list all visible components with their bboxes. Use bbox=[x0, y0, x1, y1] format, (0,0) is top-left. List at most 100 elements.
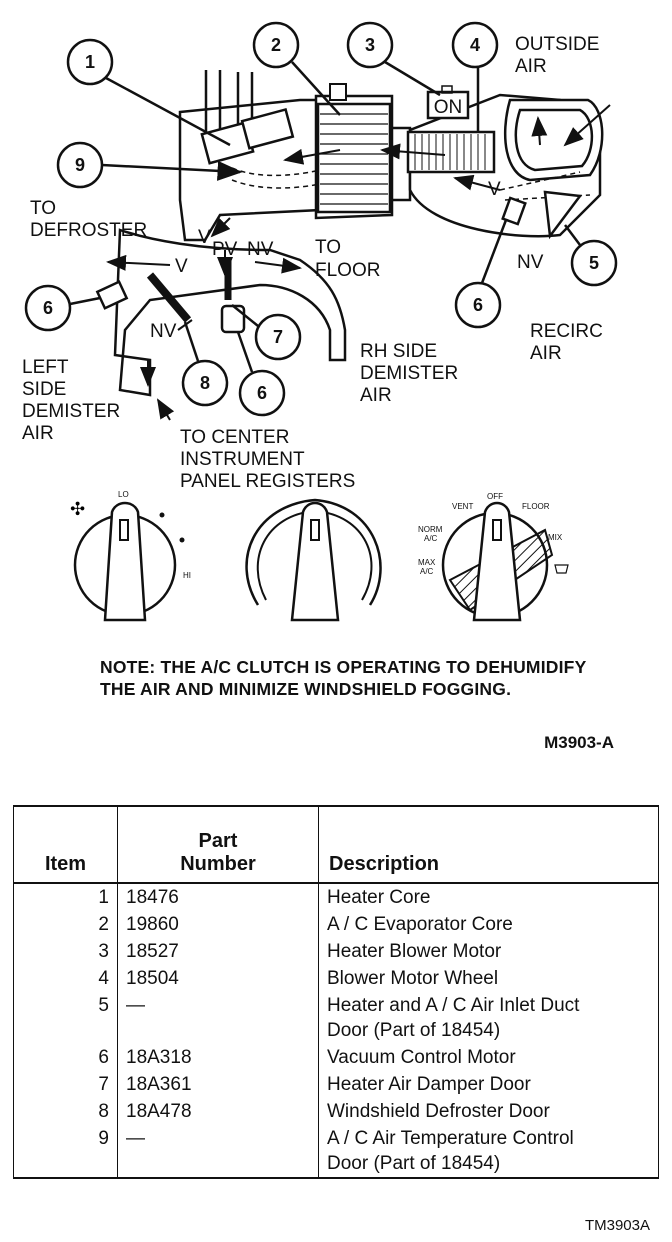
callout-6-center: 6 bbox=[236, 331, 286, 417]
svg-text:ON: ON bbox=[434, 97, 463, 118]
svg-text:AIR: AIR bbox=[360, 385, 392, 406]
svg-text:DEFROSTER: DEFROSTER bbox=[30, 220, 147, 241]
svg-text:DEMISTER: DEMISTER bbox=[360, 363, 458, 384]
desc-line: Blower Motor Wheel bbox=[327, 968, 499, 989]
cell-part: 18A478 bbox=[117, 1098, 319, 1125]
svg-text:1: 1 bbox=[85, 52, 95, 72]
note-text: NOTE: THE A/C CLUTCH IS OPERATING TO DEH… bbox=[100, 657, 587, 699]
header-part-line1: Part bbox=[198, 830, 238, 852]
callout-7: 7 bbox=[231, 304, 302, 361]
defroster-door bbox=[146, 272, 192, 323]
desc-line: Windshield Defroster Door bbox=[327, 1101, 550, 1122]
cell-part: 18504 bbox=[117, 965, 319, 992]
svg-text:MAX: MAX bbox=[418, 558, 436, 567]
svg-text:6: 6 bbox=[257, 383, 267, 403]
desc-line: Heater Air Damper Door bbox=[327, 1074, 531, 1095]
table-header-row: Item Part Number Description bbox=[13, 805, 659, 884]
cell-description: Heater Blower Motor bbox=[318, 938, 659, 965]
svg-text:AIR: AIR bbox=[22, 423, 54, 444]
blower-speed-knob: LO HI ✣ bbox=[70, 490, 191, 622]
callout-5: 5 bbox=[564, 224, 618, 287]
defrost-icon bbox=[554, 564, 569, 574]
cell-description: A / C Air Temperature Control Door (Part… bbox=[318, 1125, 659, 1179]
cell-item: 6 bbox=[13, 1044, 118, 1071]
header-part-number: Part Number bbox=[117, 805, 319, 884]
cell-description: Heater and A / C Air Inlet Duct Door (Pa… bbox=[318, 992, 659, 1044]
svg-text:TO: TO bbox=[30, 198, 56, 219]
table-row: 9 — A / C Air Temperature Control Door (… bbox=[13, 1125, 659, 1179]
cell-part: 18A361 bbox=[117, 1071, 319, 1098]
blower-switch: ON bbox=[426, 85, 470, 120]
svg-text:NV: NV bbox=[247, 239, 274, 260]
desc-line: Heater Blower Motor bbox=[327, 941, 502, 962]
callout-9: 9 bbox=[56, 141, 243, 189]
svg-text:OFF: OFF bbox=[487, 492, 503, 501]
cell-description: Windshield Defroster Door bbox=[318, 1098, 659, 1125]
cell-item: 9 bbox=[13, 1125, 118, 1179]
svg-text:7: 7 bbox=[273, 327, 283, 347]
svg-text:PANEL REGISTERS: PANEL REGISTERS bbox=[180, 471, 355, 492]
fan-icon: ✣ bbox=[70, 499, 85, 520]
table-id: TM3903A bbox=[584, 1217, 650, 1234]
desc-line: A / C Air Temperature Control bbox=[327, 1128, 574, 1149]
inlet-duct-door bbox=[543, 190, 583, 240]
cell-description: Blower Motor Wheel bbox=[318, 965, 659, 992]
svg-text:V: V bbox=[175, 256, 188, 277]
svg-text:PV: PV bbox=[212, 239, 238, 260]
cell-item: 8 bbox=[13, 1098, 118, 1125]
cell-description: A / C Evaporator Core bbox=[318, 911, 659, 938]
svg-text:V: V bbox=[198, 227, 211, 248]
table-row: 1 18476 Heater Core bbox=[13, 883, 659, 911]
svg-text:4: 4 bbox=[470, 35, 480, 55]
callout-6-left: 6 bbox=[24, 284, 101, 332]
svg-text:V: V bbox=[488, 179, 501, 200]
callout-1: 1 bbox=[66, 38, 231, 147]
svg-text:RECIRC: RECIRC bbox=[530, 321, 603, 342]
cell-item: 5 bbox=[13, 992, 118, 1044]
table-row: 4 18504 Blower Motor Wheel bbox=[13, 965, 659, 992]
desc-line: Vacuum Control Motor bbox=[327, 1047, 516, 1068]
table-row: 6 18A318 Vacuum Control Motor bbox=[13, 1044, 659, 1071]
svg-text:OUTSIDE: OUTSIDE bbox=[515, 34, 599, 55]
callout-3: 3 bbox=[346, 21, 441, 97]
function-knob: VENT OFF FLOOR NORM A/C MAX A/C MIX bbox=[418, 492, 569, 622]
outside-air-inlet bbox=[504, 98, 604, 182]
svg-text:RH SIDE: RH SIDE bbox=[360, 341, 437, 362]
figure-id: M3903-A bbox=[544, 733, 614, 752]
svg-text:AIR: AIR bbox=[515, 56, 547, 77]
desc-line: Door (Part of 18454) bbox=[327, 1153, 501, 1174]
vacuum-motors bbox=[95, 196, 527, 334]
svg-text:A/C: A/C bbox=[424, 534, 438, 543]
svg-text:5: 5 bbox=[589, 253, 599, 273]
svg-text:6: 6 bbox=[473, 295, 483, 315]
svg-text:MIX: MIX bbox=[548, 533, 563, 542]
callout-4: 4 bbox=[451, 21, 499, 132]
callout-2: 2 bbox=[252, 21, 341, 116]
svg-text:NV: NV bbox=[150, 321, 177, 342]
svg-text:TO: TO bbox=[315, 237, 341, 258]
cell-part: 19860 bbox=[117, 911, 319, 938]
header-description: Description bbox=[318, 805, 659, 884]
svg-text:INSTRUMENT: INSTRUMENT bbox=[180, 449, 305, 470]
svg-text:DEMISTER: DEMISTER bbox=[22, 401, 120, 422]
cell-description: Vacuum Control Motor bbox=[318, 1044, 659, 1071]
svg-text:SIDE: SIDE bbox=[22, 379, 66, 400]
blower-wheel bbox=[406, 130, 496, 174]
desc-line: Heater and A / C Air Inlet Duct bbox=[327, 995, 580, 1016]
svg-text:FLOOR: FLOOR bbox=[315, 260, 380, 281]
svg-text:HI: HI bbox=[183, 571, 191, 580]
hvac-airflow-diagram: ON bbox=[22, 21, 618, 622]
svg-text:A/C: A/C bbox=[420, 567, 434, 576]
header-item: Item bbox=[13, 805, 118, 884]
header-part-line2: Number bbox=[180, 853, 256, 875]
cell-part: 18527 bbox=[117, 938, 319, 965]
cell-item: 2 bbox=[13, 911, 118, 938]
cell-part: 18476 bbox=[117, 883, 319, 911]
callout-6-right: 6 bbox=[454, 219, 508, 329]
table-row: 2 19860 A / C Evaporator Core bbox=[13, 911, 659, 938]
svg-text:8: 8 bbox=[200, 373, 210, 393]
desc-line: Heater Core bbox=[327, 887, 431, 908]
table-row: 7 18A361 Heater Air Damper Door bbox=[13, 1071, 659, 1098]
svg-text:TO CENTER: TO CENTER bbox=[180, 427, 289, 448]
cell-item: 7 bbox=[13, 1071, 118, 1098]
